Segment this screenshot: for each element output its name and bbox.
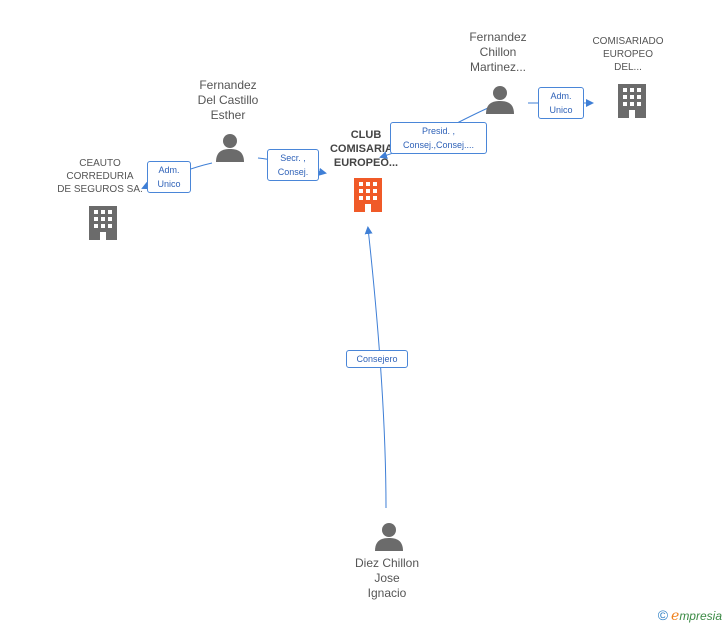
building-icon[interactable]: [616, 84, 648, 120]
edge-label-line: Consej.: [277, 167, 309, 177]
node-label-line: EUROPEO...: [333, 157, 399, 169]
edge-label-adm-unico-ceauto[interactable]: Adm. Unico: [147, 161, 191, 193]
building-icon[interactable]: [352, 178, 384, 214]
building-icon[interactable]: [87, 206, 119, 242]
node-label-line: Martinez...: [469, 60, 526, 74]
edge-label-adm-unico-comisariado[interactable]: Adm. Unico: [538, 87, 584, 119]
node-label-line: Fernandez: [469, 30, 527, 44]
brand-logo-e: e: [671, 608, 680, 624]
edge-label-line: Presid. ,: [421, 126, 455, 136]
node-label-line: Ignacio: [367, 586, 407, 600]
node-label-comisariado[interactable]: COMISARIADO EUROPEO DEL...: [582, 35, 674, 74]
edge-label-secr-consej[interactable]: Secr. , Consej.: [267, 149, 319, 181]
edge-label-line: Adm.: [158, 165, 180, 175]
edge-label-line: Secr. ,: [280, 153, 306, 163]
node-label-line: Fernandez: [199, 78, 257, 92]
node-label-diez-chillon[interactable]: Diez Chillon Jose Ignacio: [342, 556, 432, 601]
node-label-line: CEAUTO: [79, 158, 121, 169]
edge-label-line: Consejero: [356, 354, 398, 364]
person-icon[interactable]: [374, 521, 404, 551]
node-label-ceauto[interactable]: CEAUTO CORREDURIA DE SEGUROS SA.: [50, 157, 150, 196]
brand-logo-text: mpresia: [679, 609, 722, 623]
node-label-fernandez-castillo[interactable]: Fernandez Del Castillo Esther: [183, 78, 273, 123]
node-label-line: Esther: [210, 108, 246, 122]
node-label-club[interactable]: CLUB COMISARIA... EUROPEO...: [318, 128, 414, 170]
node-label-line: Chillon: [479, 45, 517, 59]
node-label-line: Jose: [374, 571, 400, 585]
edge-label-line: Unico: [157, 179, 181, 189]
copyright-symbol: ©: [657, 607, 669, 623]
edge-label-presid-consej[interactable]: Presid. , Consej.,Consej....: [390, 122, 487, 154]
node-label-line: DEL...: [614, 62, 642, 73]
node-label-line: CLUB: [350, 129, 382, 141]
edge-label-line: Consej.,Consej....: [402, 140, 475, 150]
node-label-line: EUROPEO: [602, 49, 653, 60]
edge-label-line: Adm.: [550, 91, 572, 101]
node-label-fernandez-chillon[interactable]: Fernandez Chillon Martinez...: [458, 30, 538, 75]
node-label-line: Diez Chillon: [354, 556, 420, 570]
edge-label-consejero[interactable]: Consejero: [346, 350, 408, 368]
node-label-line: Del Castillo: [197, 93, 259, 107]
node-label-line: CORREDURIA: [66, 171, 134, 182]
edge-diez-chillon-to-club: [364, 226, 387, 509]
person-icon[interactable]: [215, 132, 245, 162]
edge-label-line: Unico: [549, 105, 573, 115]
node-label-line: COMISARIADO: [592, 36, 664, 47]
node-label-line: DE SEGUROS SA.: [57, 184, 143, 195]
person-icon[interactable]: [485, 84, 515, 114]
node-label-line: COMISARIA...: [329, 143, 403, 155]
brand-logo: ©empresia: [658, 607, 722, 624]
